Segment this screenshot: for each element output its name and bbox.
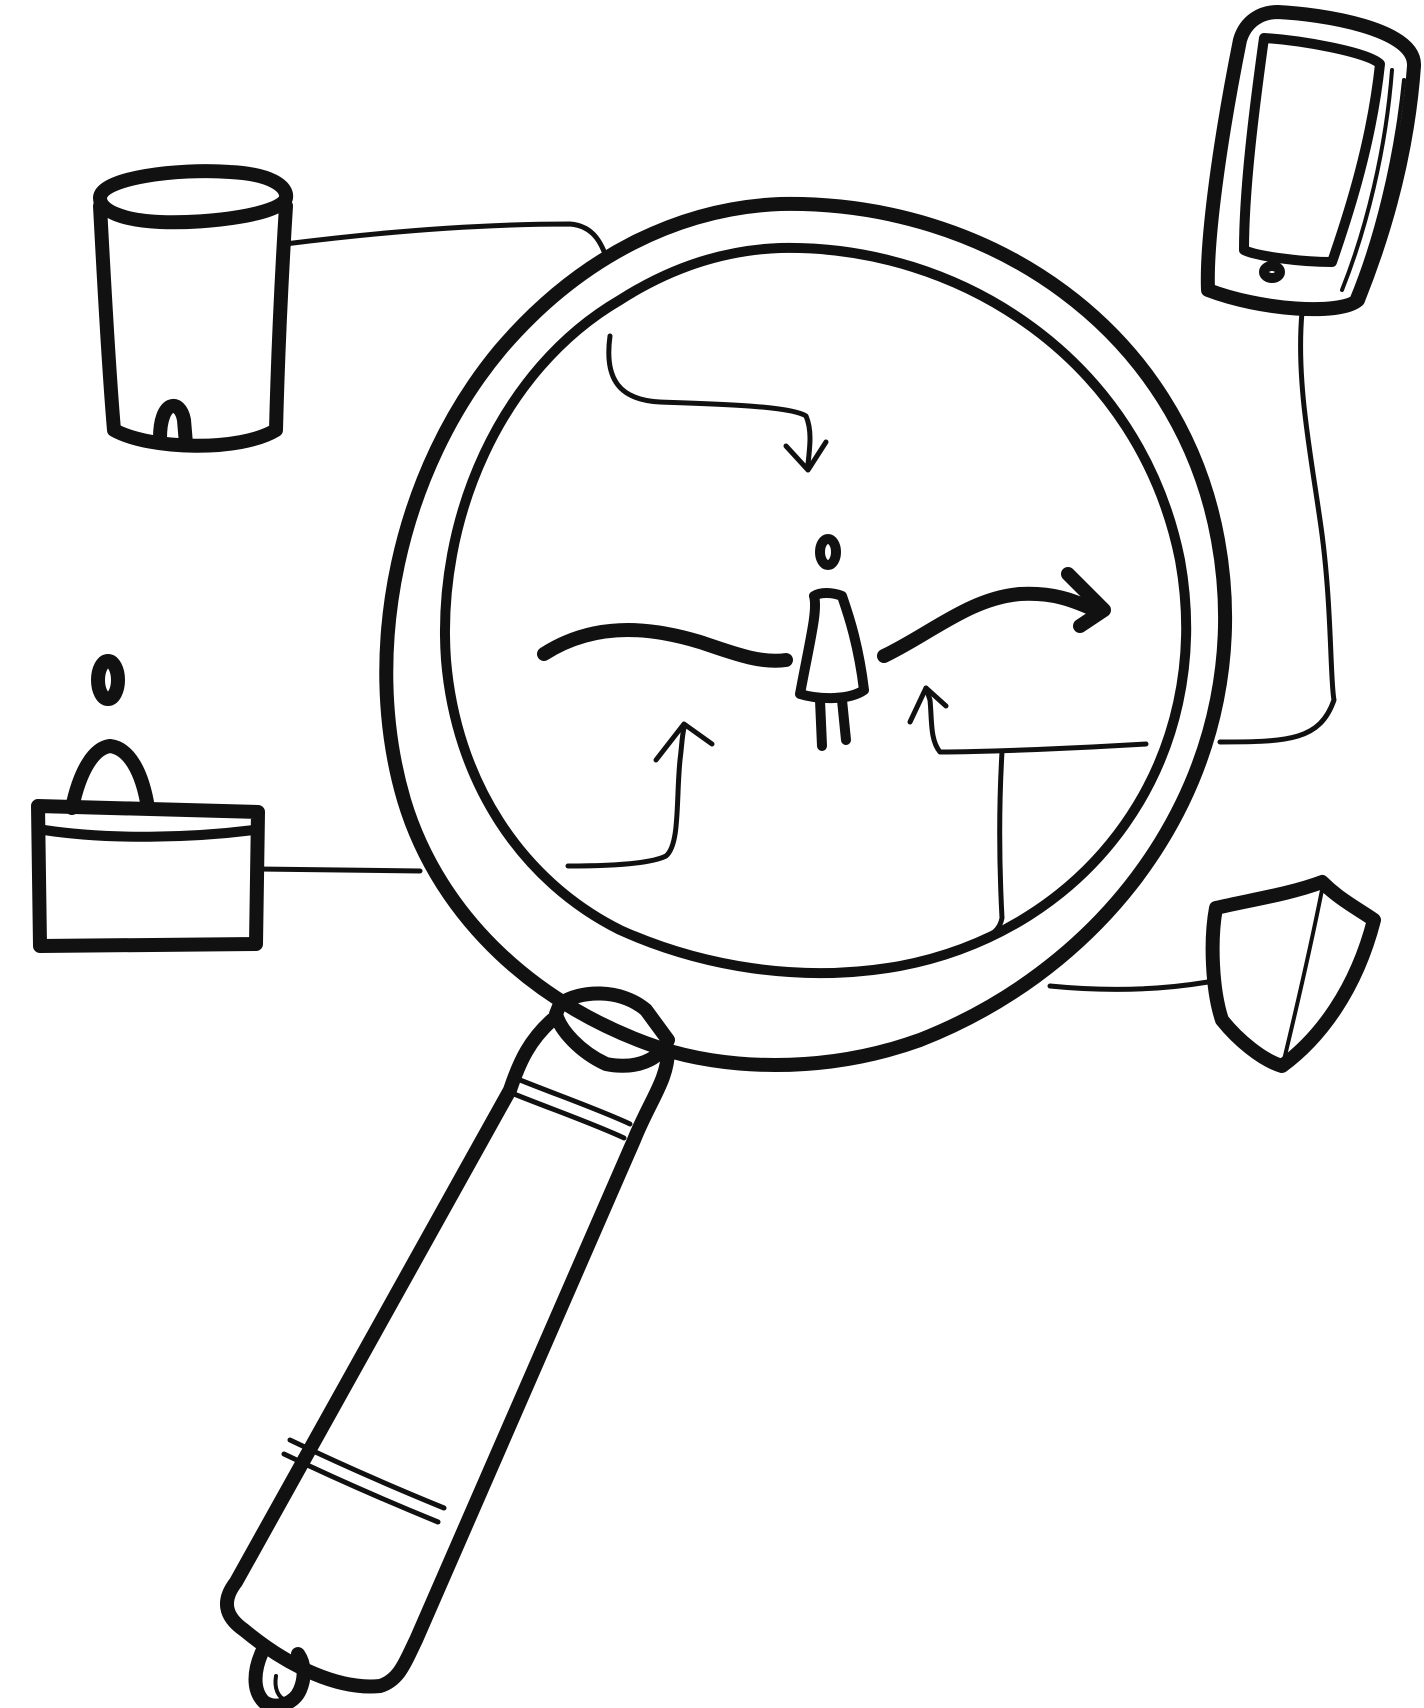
shield-connector: [1050, 982, 1208, 989]
connector-lines: [258, 224, 1334, 989]
person-icon: [800, 539, 864, 746]
lens-contents: [544, 336, 1146, 938]
shield-icon: [1213, 882, 1374, 1066]
phone-connector: [1220, 312, 1334, 742]
desk-box: [38, 806, 258, 946]
desk-person-body: [72, 746, 148, 808]
desk-connector: [258, 869, 420, 871]
lens-outer-rim: [386, 204, 1225, 1065]
smartphone-icon: [1208, 12, 1414, 309]
desk-person-icon: [38, 661, 258, 946]
arrow-down-icon: [786, 442, 826, 470]
handle-body: [227, 1020, 668, 1686]
magnifying-glass-icon: [227, 204, 1225, 1706]
arrow-right-icon: [884, 594, 1100, 656]
cup-connector: [285, 224, 608, 262]
desk-person-head: [98, 661, 118, 699]
cup-icon: [100, 171, 286, 446]
